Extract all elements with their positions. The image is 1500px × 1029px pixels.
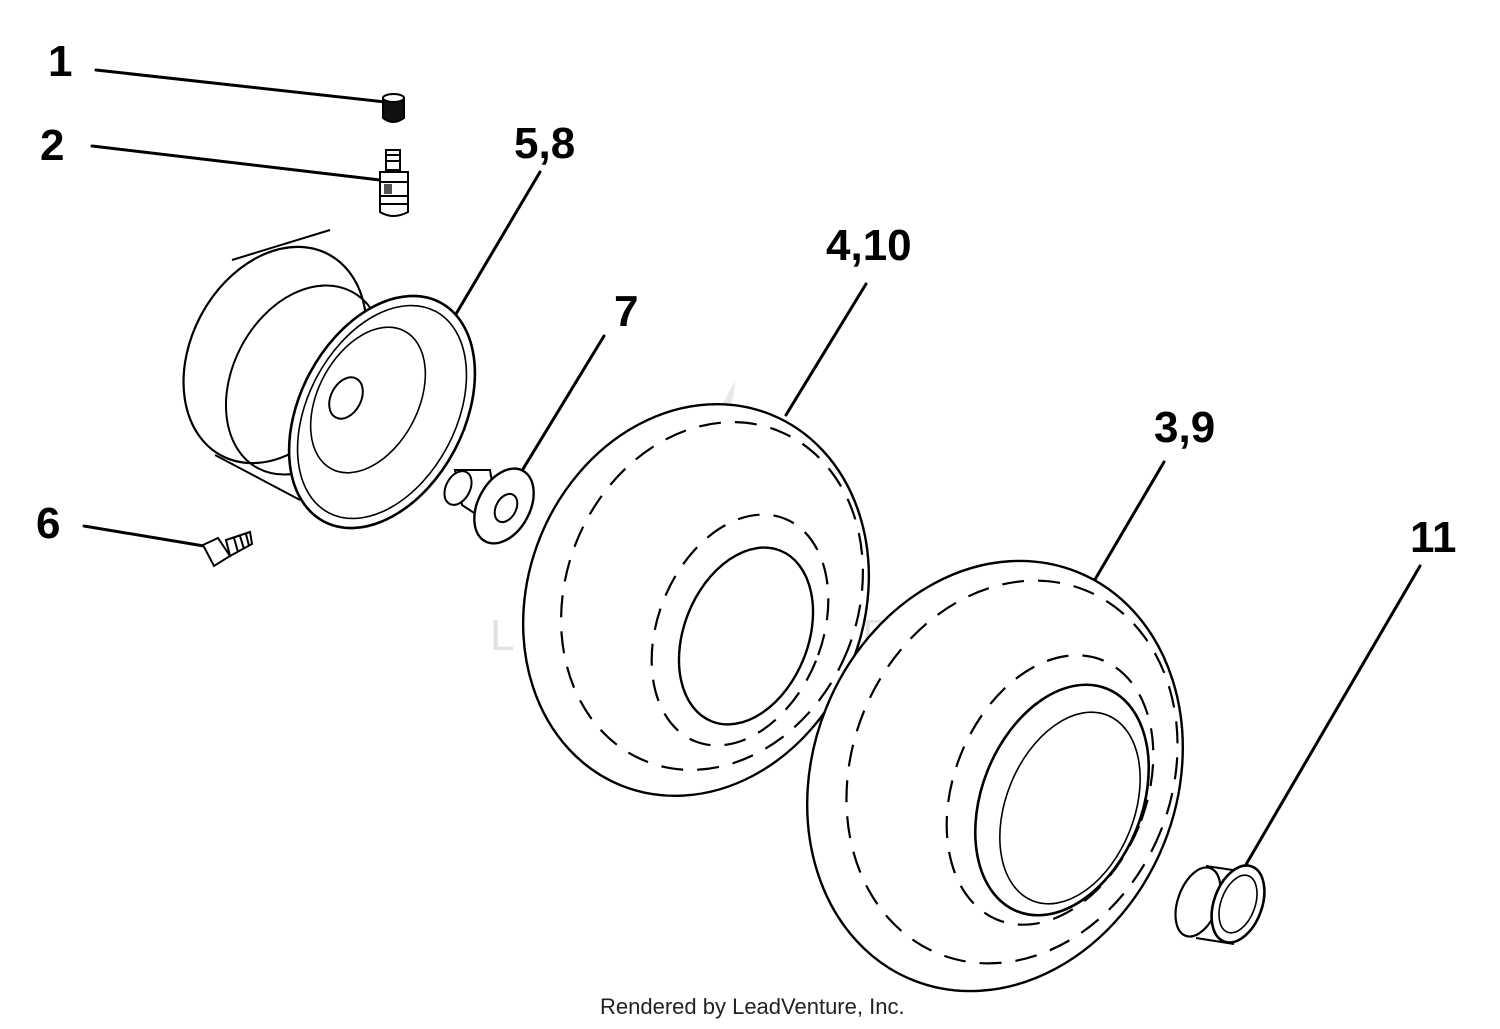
tire-part	[521, 402, 871, 798]
callout-labels: 1 2 5,8 7 4,10 3,9 11 6	[36, 37, 1457, 562]
callout-1: 1	[48, 37, 72, 86]
tire-tube-part	[806, 559, 1184, 993]
valve-stem-part	[379, 149, 409, 217]
callout-6: 6	[36, 499, 60, 548]
leader-line-11	[1242, 564, 1422, 870]
leader-line-7	[518, 334, 606, 476]
callout-7: 7	[614, 287, 638, 336]
leader-lines	[82, 68, 1422, 870]
leader-line-3-9	[1088, 460, 1166, 590]
leader-line-1	[94, 68, 387, 104]
valve-cap-part	[382, 93, 405, 123]
callout-3-9: 3,9	[1154, 403, 1215, 452]
leader-line-6	[82, 524, 206, 548]
callout-2: 2	[40, 121, 64, 170]
leader-line-2	[90, 144, 382, 182]
bolt-part	[201, 530, 254, 568]
callout-11: 11	[1410, 513, 1457, 562]
footer-credit: Rendered by LeadVenture, Inc.	[600, 994, 905, 1019]
leader-line-4-10	[784, 282, 868, 417]
axle-sleeve-part	[1174, 858, 1266, 945]
bushing-part	[443, 467, 535, 545]
callout-5-8: 5,8	[514, 119, 575, 168]
callout-4-10: 4,10	[826, 221, 912, 270]
leader-line-5-8	[454, 170, 542, 316]
wheel-rim-part	[182, 229, 477, 530]
